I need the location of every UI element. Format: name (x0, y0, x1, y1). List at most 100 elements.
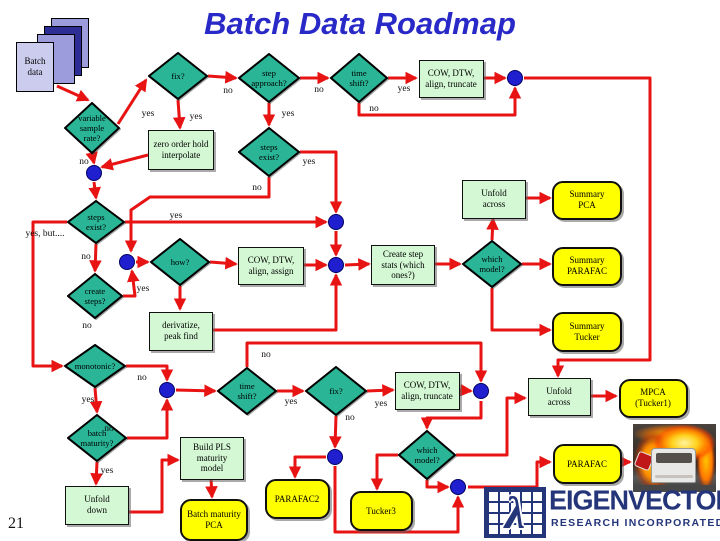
van-window-art (655, 452, 692, 463)
summary-pca-label: Summary PCA (569, 189, 605, 210)
terminal-batch-maturity-pca: Batch maturity PCA (180, 499, 248, 541)
connector-dot-junction-9 (450, 479, 466, 495)
cow-truncate-top-label: COW, DTW, align, truncate (425, 68, 477, 89)
cow-truncate-bottom-label: COW, DTW, align, truncate (401, 380, 453, 401)
arrow-unfold-down-to-build-pls-maturity (127, 453, 180, 514)
arrow-monotonic-to-batch-maturity (89, 387, 103, 414)
arrow-which-model-top-to-unfold-across-top (486, 217, 499, 241)
decision-fix-top: fix? (148, 52, 208, 100)
arrow-junction-9-to-parafac (468, 455, 552, 489)
edge-label-yes-4: yes (281, 109, 295, 119)
decision-fix-bottom: fix? (305, 366, 367, 416)
arrow-batch-maturity-to-unfold-down (90, 461, 103, 486)
diamond-shape-icon (67, 414, 127, 462)
terminal-summary-parafac: Summary PARAFAC (552, 246, 622, 286)
arrow-steps-exist-top-to-junction-5 (124, 177, 271, 253)
decision-time-shift-bottom: time shift? (217, 367, 277, 415)
decision-steps-exist-left: steps exist? (67, 200, 125, 244)
arrow-zero-order-hold-to-junction-1 (100, 153, 149, 171)
parafac-label: PARAFAC (566, 458, 608, 469)
diamond-shape-icon (148, 52, 208, 100)
arrow-junction-7-to-parafac2 (288, 455, 326, 479)
road-art (633, 485, 716, 492)
logo-company-name: EIGENVECTOR (549, 484, 720, 516)
process-create-step-stats: Create step stats (which ones?) (371, 245, 435, 285)
connector-dot-junction-3 (328, 214, 344, 230)
process-zero-order-hold: zero order hold interpolate (148, 130, 214, 170)
terminal-summary-pca: Summary PCA (552, 180, 622, 220)
decision-batch-maturity: batch maturity? (67, 414, 127, 462)
terminal-summary-tucker: Summary Tucker (552, 312, 622, 352)
diamond-shape-icon (150, 238, 210, 286)
diamond-shape-icon (67, 273, 123, 319)
arrow-junction-1-to-steps-exist-left (88, 181, 101, 200)
arrow-junction-6-to-time-shift-bottom (175, 384, 217, 398)
process-cow-truncate-bottom: COW, DTW, align, truncate (394, 372, 460, 410)
arrow-which-model-bottom-to-junction-9 (425, 480, 450, 494)
parafac2-label: PARAFAC2 (274, 493, 320, 504)
process-unfold-down: Unfold down (65, 485, 129, 525)
terminal-tucker3: Tucker3 (349, 491, 413, 531)
edge-label-no-22: no (345, 413, 355, 423)
edge-label-yes-6: yes (397, 84, 411, 94)
arrow-create-steps-to-junction-5 (123, 269, 140, 298)
burning-van-photo (633, 424, 716, 492)
van-art (651, 448, 697, 484)
van-lights-art (654, 474, 693, 479)
edge-label-no-3: no (223, 86, 233, 96)
cow-assign-label: COW, DTW, align, assign (247, 255, 295, 276)
edge-label-no-17: no (104, 424, 114, 434)
page-number: 21 (8, 515, 24, 532)
arrow-steps-exist-left-to-monotonic (31, 220, 67, 373)
edge-label-yes-20: yes (284, 397, 298, 407)
lambda-grid-icon: λ (484, 487, 546, 538)
batch-data-page: Batch data (16, 42, 54, 92)
decision-which-model-top: which model? (462, 240, 522, 288)
decision-monotonic: monotonic? (64, 344, 126, 388)
edge-label-no-5: no (314, 85, 324, 95)
edge-label-yes-18: yes (100, 466, 114, 476)
create-step-stats-label: Create step stats (which ones?) (381, 249, 425, 281)
edge-label-yes-10: yes (169, 211, 183, 221)
arrow-junction-7-to-junction-9 (333, 466, 465, 534)
arrow-junction-8-to-which-model-bottom (420, 401, 483, 430)
arrow-cow-truncate-bottom-to-junction-8 (457, 383, 473, 397)
arrow-time-shift-bottom-to-junction-8 (245, 341, 488, 383)
arrow-batch-maturity-to-junction-6 (127, 398, 174, 440)
zero-order-hold-label: zero order hold interpolate (153, 139, 209, 160)
batch-data-label: Batch data (24, 56, 46, 77)
arrow-which-model-bottom-to-unfold-across-bottom (456, 391, 527, 457)
arrow-how-to-cow-assign (209, 256, 238, 270)
process-unfold-across-top: Unfold across (462, 179, 526, 219)
arrow-batch-data-to-variable-sample-rate (56, 84, 90, 102)
edge-label-yesbut-11: yes, but.... (25, 229, 65, 239)
diamond-shape-icon (238, 127, 300, 177)
arrow-junction-2-to-unfold-across-bottom (524, 76, 652, 378)
edge-label-yes-13: yes (136, 284, 150, 294)
edge-label-yes-8: yes (302, 157, 316, 167)
process-unfold-across-bottom: Unfold across (527, 378, 591, 416)
arrow-fix-bottom-to-junction-7 (329, 415, 342, 449)
decision-time-shift-top: time shift? (330, 53, 388, 103)
process-build-pls-maturity: Build PLS maturity model (180, 436, 244, 480)
summary-tucker-label: Summary Tucker (569, 321, 605, 342)
edge-label-no-19: no (261, 350, 271, 360)
arrow-which-model-top-to-summary-tucker (490, 288, 552, 337)
edge-label-yes-0: yes (141, 109, 155, 119)
decision-which-model-bottom: which model? (398, 430, 456, 480)
decision-variable-sample-rate: variable sample rate? (64, 102, 120, 154)
connector-dot-junction-8 (473, 383, 489, 399)
decision-create-steps: create steps? (67, 273, 123, 319)
arrow-time-shift-top-to-junction-2 (357, 86, 522, 117)
unfold-across-top-label: Unfold across (481, 188, 507, 209)
arrow-fix-top-to-zero-order-hold (172, 99, 186, 130)
slide-title: Batch Data Roadmap (204, 6, 516, 41)
edge-label-no-12: no (81, 252, 91, 262)
unfold-down-label: Unfold down (84, 494, 110, 515)
edge-label-no-14: no (82, 321, 92, 331)
arrow-build-pls-maturity-to-batch-maturity-pca (205, 477, 218, 499)
build-pls-maturity-label: Build PLS maturity model (193, 442, 231, 474)
diamond-shape-icon (238, 53, 300, 103)
tucker3-label: Tucker3 (366, 505, 396, 516)
